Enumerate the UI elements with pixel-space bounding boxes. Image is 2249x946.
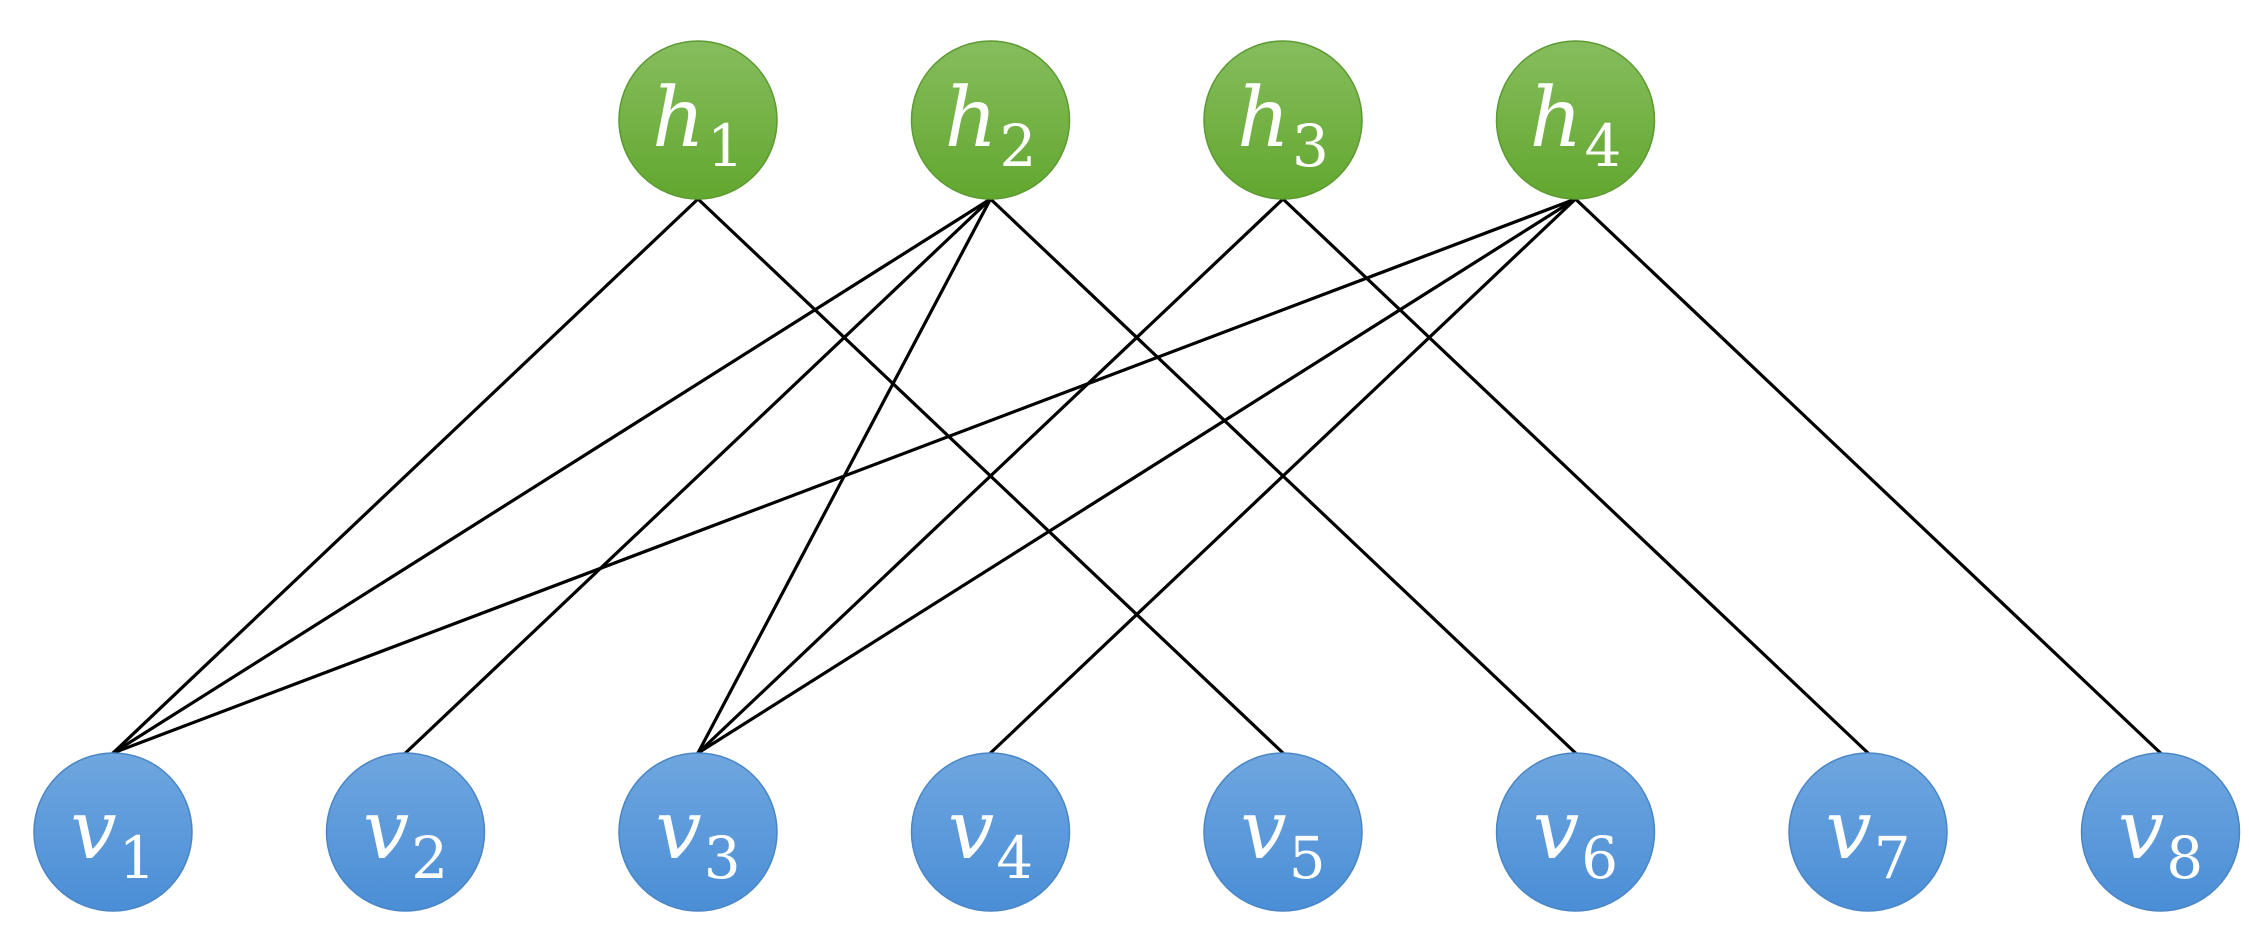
node-h1: h1 [618, 40, 778, 200]
node-v2: v2 [325, 752, 486, 912]
node-subscript-h3: 3 [1292, 112, 1329, 180]
node-circle-v7 [1788, 752, 1948, 912]
edge-h4-v8 [1573, 197, 2163, 755]
node-subscript-v1: 1 [119, 824, 156, 892]
node-label-v6: v6 [1533, 783, 1618, 892]
node-label-h1: h1 [652, 71, 744, 180]
node-circle-v4 [910, 752, 1071, 912]
node-h3: h3 [1203, 40, 1363, 200]
node-label-v2: v2 [363, 783, 448, 892]
edge-h4-v1 [111, 197, 1578, 755]
node-label-v7: v7 [1825, 783, 1910, 892]
node-circle-v8 [2080, 752, 2241, 912]
edge-h4-v3 [696, 197, 1578, 755]
node-subscript-v5: 5 [1289, 824, 1326, 892]
edges-layer [111, 197, 2163, 755]
edge-h2-v1 [111, 197, 993, 755]
node-subscript-v3: 3 [704, 824, 741, 892]
node-circle-v5 [1203, 752, 1363, 912]
node-v3: v3 [618, 752, 778, 912]
node-label-h3: h3 [1237, 71, 1329, 180]
node-label-h4: h4 [1530, 71, 1622, 180]
node-label-h2: h2 [945, 71, 1037, 180]
node-letter-v1: v [70, 783, 116, 878]
node-letter-v8: v [2118, 783, 2164, 878]
node-circle-v2 [325, 752, 486, 912]
node-circle-h3 [1203, 40, 1363, 200]
node-circle-v1 [33, 752, 193, 912]
node-subscript-h1: 1 [707, 112, 744, 180]
node-subscript-v2: 2 [411, 824, 448, 892]
node-circle-h1 [618, 40, 778, 200]
node-subscript-v7: 7 [1874, 824, 1911, 892]
node-circle-h4 [1495, 40, 1656, 200]
node-letter-v3: v [655, 783, 701, 878]
node-label-v1: v1 [70, 783, 155, 892]
node-letter-h4: h [1530, 71, 1583, 166]
node-v5: v5 [1203, 752, 1363, 912]
node-label-v5: v5 [1240, 783, 1325, 892]
node-label-v3: v3 [655, 783, 740, 892]
edge-h1-v1 [111, 197, 700, 755]
node-v1: v1 [33, 752, 193, 912]
node-circle-v6 [1495, 752, 1656, 912]
node-circle-h2 [910, 40, 1071, 200]
edge-h4-v4 [988, 197, 1578, 755]
node-letter-h3: h [1237, 71, 1290, 166]
node-h4: h4 [1495, 40, 1656, 200]
node-v6: v6 [1495, 752, 1656, 912]
node-letter-v5: v [1240, 783, 1286, 878]
node-letter-h2: h [945, 71, 998, 166]
node-letter-v6: v [1533, 783, 1579, 878]
node-label-v8: v8 [2118, 783, 2203, 892]
node-circle-v3 [618, 752, 778, 912]
edge-h3-v3 [696, 197, 1285, 755]
node-v8: v8 [2080, 752, 2241, 912]
node-letter-v7: v [1825, 783, 1871, 878]
node-h2: h2 [910, 40, 1071, 200]
node-subscript-v8: 8 [2166, 824, 2203, 892]
edge-h2-v2 [403, 197, 993, 755]
node-subscript-v4: 4 [996, 824, 1033, 892]
node-v7: v7 [1788, 752, 1948, 912]
node-label-v4: v4 [948, 783, 1033, 892]
node-letter-h1: h [652, 71, 705, 166]
node-subscript-v6: 6 [1581, 824, 1618, 892]
node-letter-v2: v [363, 783, 409, 878]
node-subscript-h4: 4 [1584, 112, 1621, 180]
edge-h3-v7 [1281, 197, 1870, 755]
node-subscript-h2: 2 [999, 112, 1036, 180]
node-v4: v4 [910, 752, 1071, 912]
node-letter-v4: v [948, 783, 994, 878]
